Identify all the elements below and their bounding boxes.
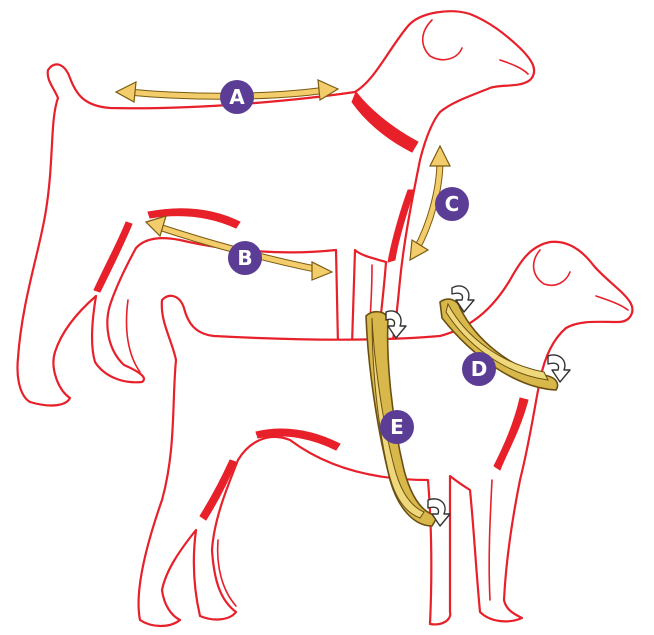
measure-a-left-head bbox=[116, 82, 136, 102]
badge-d-label: D bbox=[471, 357, 488, 381]
badge-a-label: A bbox=[229, 85, 245, 109]
badge-c: C bbox=[435, 187, 469, 221]
badge-c-label: C bbox=[445, 192, 460, 216]
badge-a: A bbox=[220, 80, 254, 114]
badge-d: D bbox=[462, 352, 496, 386]
measure-b-right-head bbox=[312, 262, 332, 280]
badge-b-label: B bbox=[237, 246, 252, 270]
back-dog-inner-leg bbox=[127, 300, 141, 372]
badge-b: B bbox=[228, 241, 262, 275]
badge-e-label: E bbox=[390, 415, 404, 439]
badge-e: E bbox=[380, 410, 414, 444]
measure-c-top-head bbox=[430, 146, 450, 166]
